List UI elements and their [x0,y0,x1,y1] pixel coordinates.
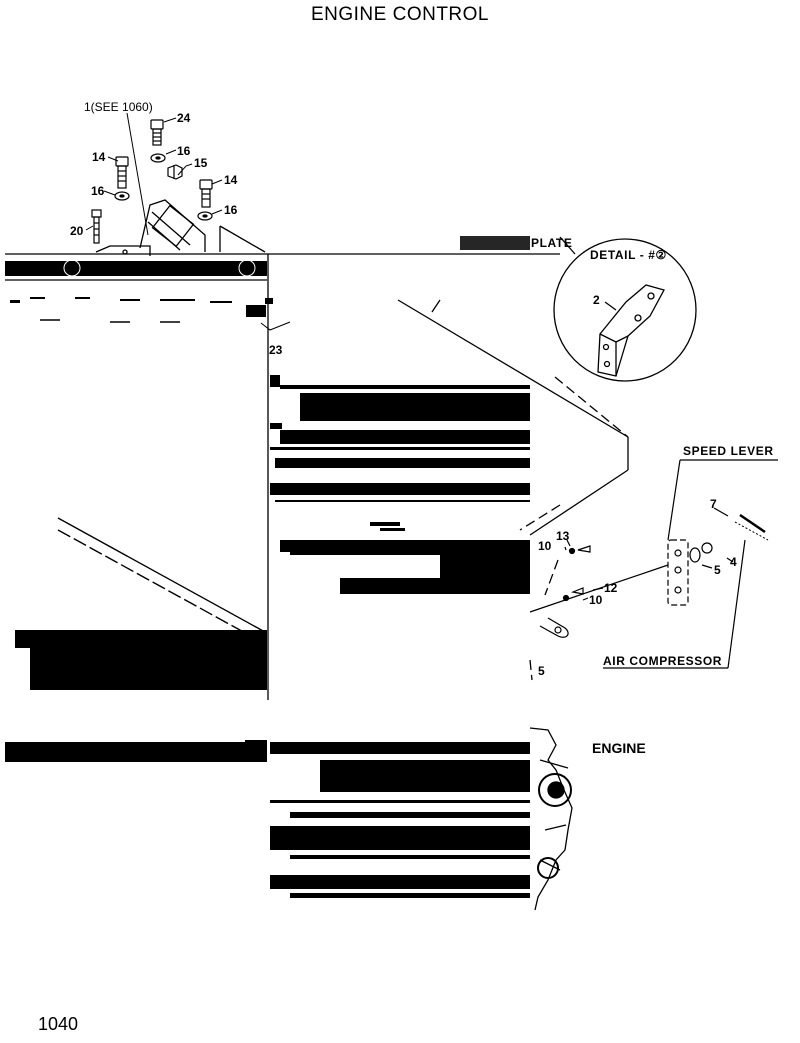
side-panel-left [5,517,267,762]
callout-16a: 16 [177,144,191,158]
callout-13: 13 [556,529,570,543]
callout-see-1060: 1(SEE 1060) [84,100,153,114]
print-artifacts [10,236,530,744]
label-detail: DETAIL - #② [590,248,667,262]
engine-block [529,727,573,911]
callout-14a: 14 [92,150,106,164]
callout-20: 20 [70,224,84,238]
bolt-14a-icon [115,156,129,189]
detail-view-circle [553,236,697,382]
label-air-compressor: AIR COMPRESSOR [603,654,722,668]
nut-15-icon [167,164,183,180]
callout-24: 24 [177,111,191,125]
page-number: 1040 [38,1014,79,1034]
callout-15: 15 [194,156,208,170]
bolt-14b-icon [199,179,213,208]
callout-7: 7 [710,497,717,511]
callout-23: 23 [269,343,283,357]
engine-cover-bars [270,375,530,898]
callout-10b: 10 [589,593,603,607]
callout-12: 12 [604,581,618,595]
callout-14b: 14 [224,173,238,187]
bolt-20-icon [91,209,102,244]
label-plate: PLATE [531,236,572,250]
washer-16c-icon [197,211,213,221]
bolt-24-icon [150,119,164,146]
callout-5b: 5 [538,664,545,678]
callout-brackets-right [564,459,778,669]
page-title: ENGINE CONTROL [310,4,490,25]
washer-16b-icon [114,191,130,201]
label-speed-lever: SPEED LEVER [683,444,774,458]
bracket-assembly [5,199,560,256]
washer-16a-icon [150,153,166,163]
callout-4: 4 [730,555,737,569]
callout-5a: 5 [714,563,721,577]
callout-2: 2 [593,293,600,307]
control-cable-paths [519,376,629,681]
label-engine: ENGINE [592,740,646,756]
leader-lines-top [85,112,291,331]
mounting-plate-outline [267,254,629,700]
callout-16b: 16 [91,184,105,198]
callout-10a: 10 [538,539,552,553]
fasteners-top [91,119,213,244]
frame-rail-left [5,259,267,323]
callout-16c: 16 [224,203,238,217]
